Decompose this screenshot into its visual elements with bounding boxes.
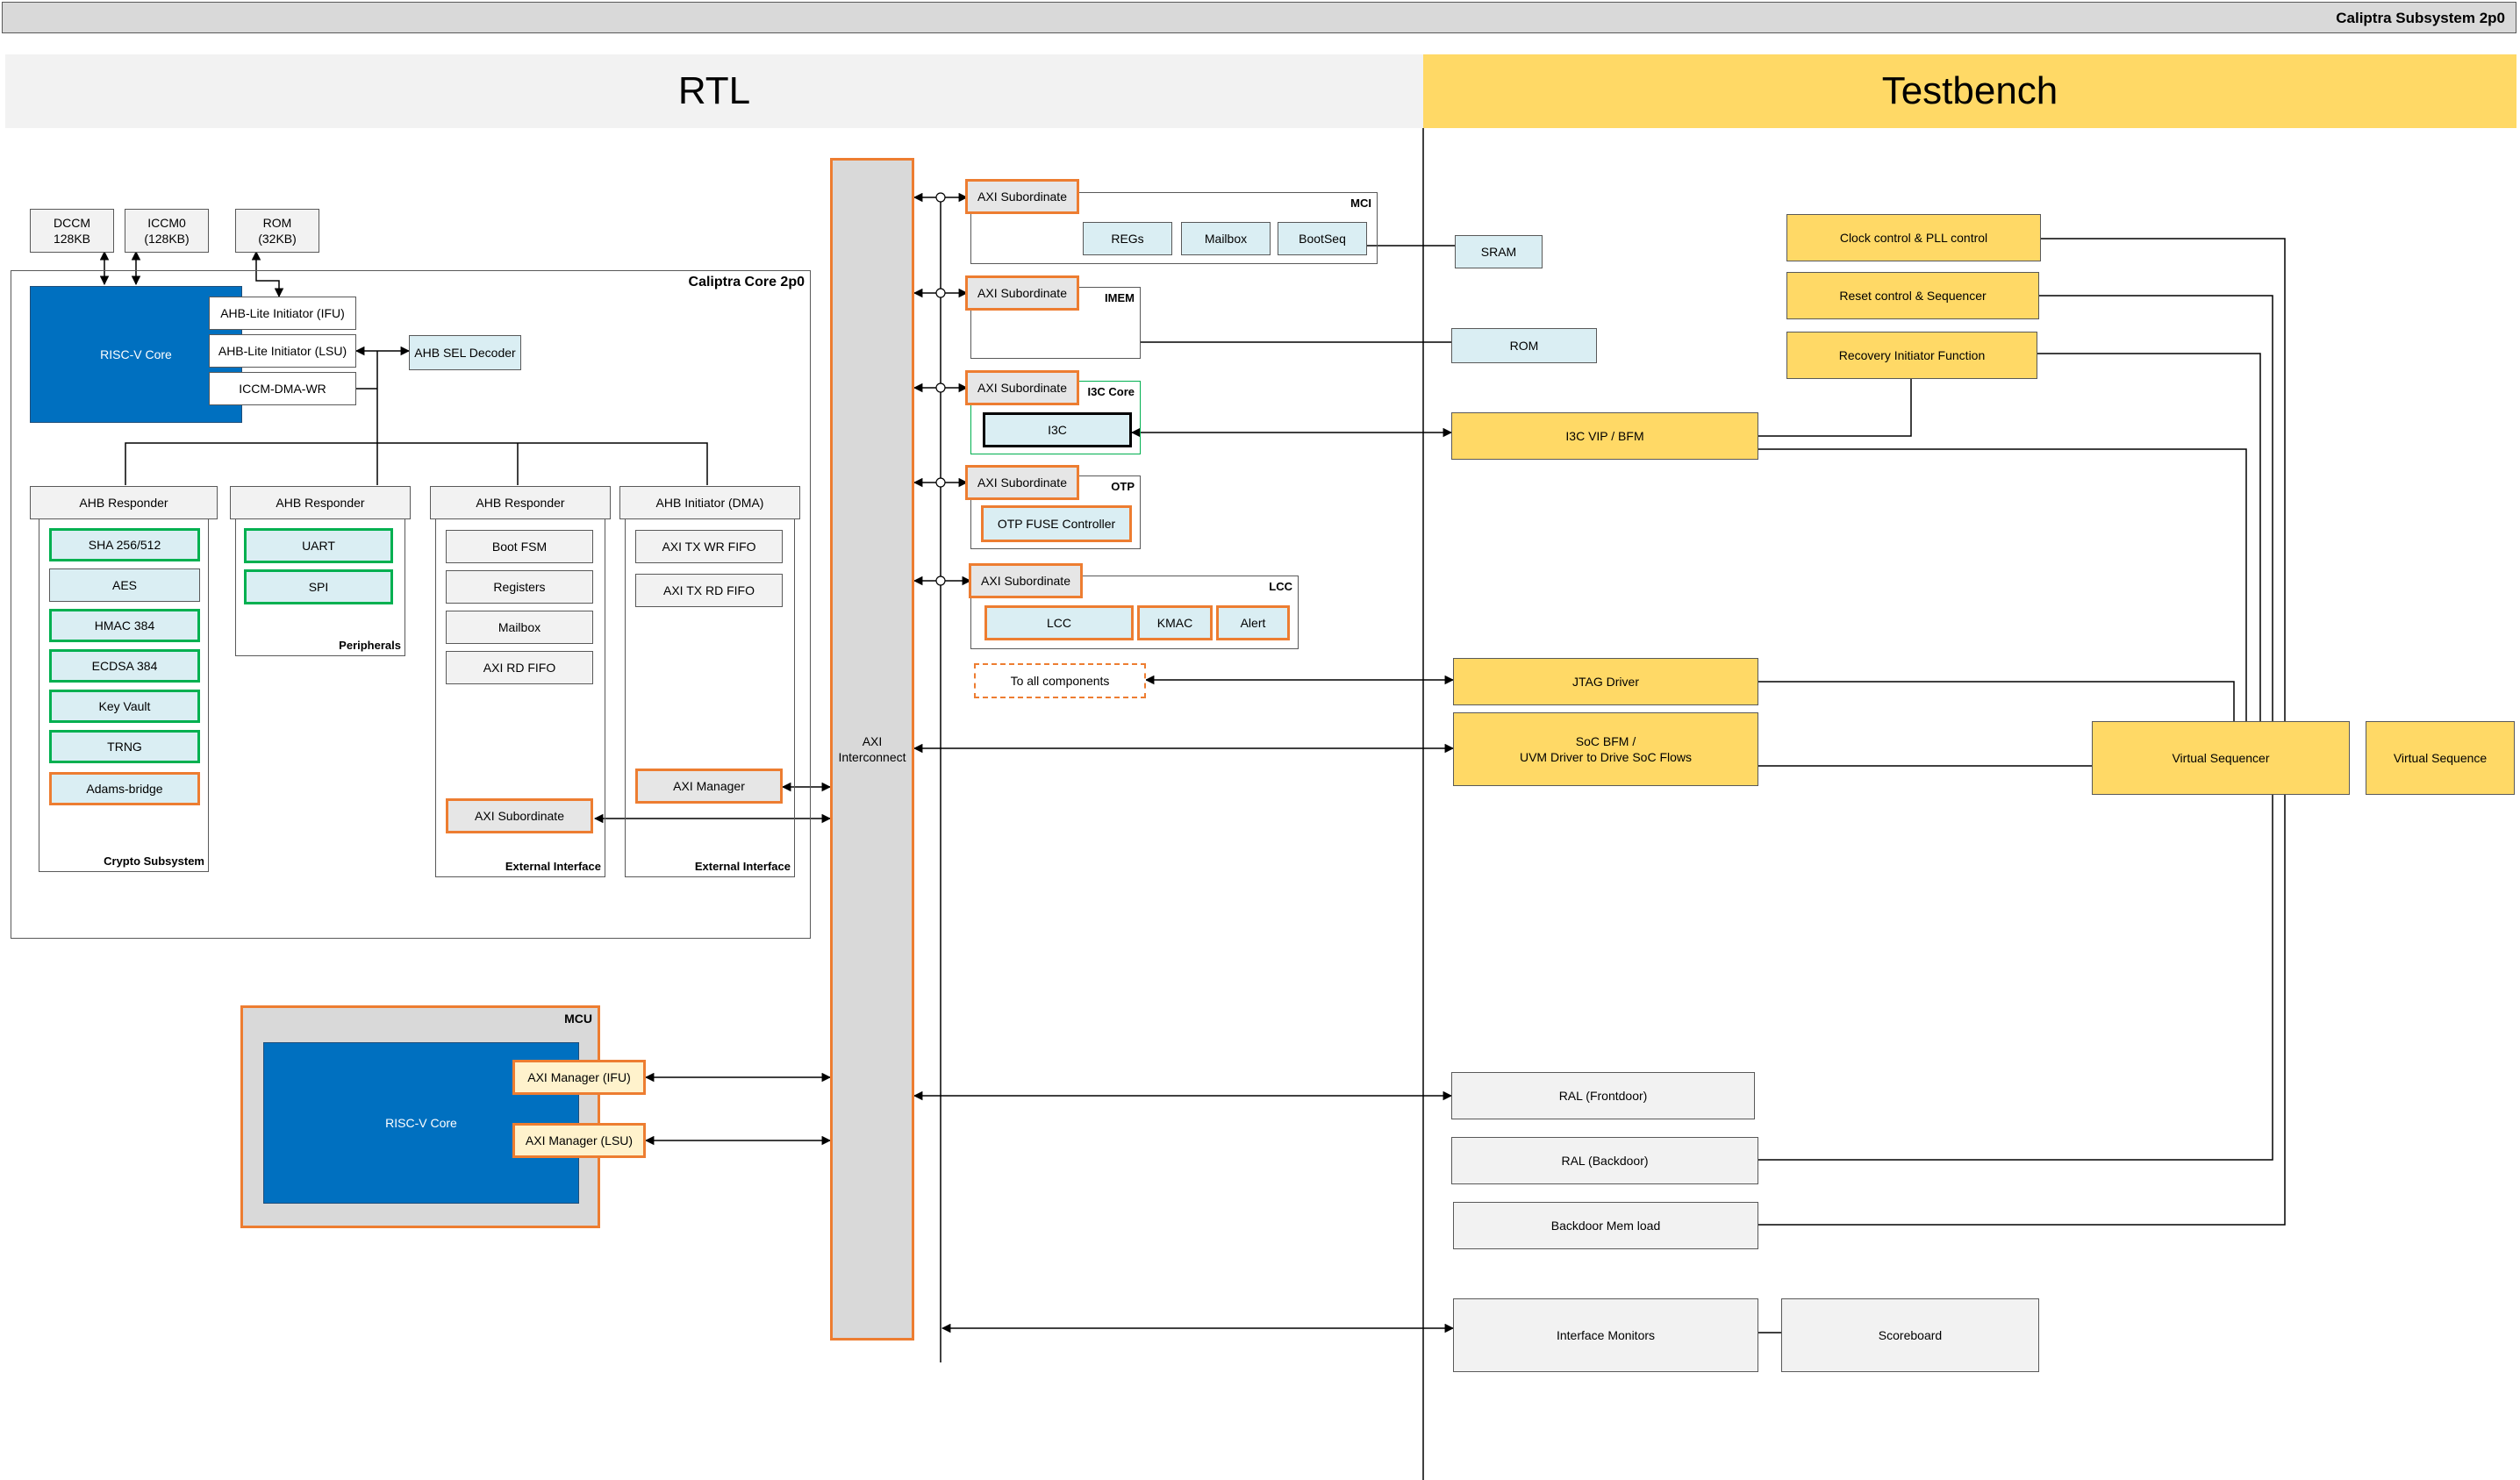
recovery-initiator: Recovery Initiator Function — [1786, 332, 2037, 379]
key-vault: Key Vault — [49, 690, 200, 723]
peripherals-caption: Peripherals — [339, 639, 401, 652]
spi: SPI — [244, 569, 393, 604]
ahb-initiator-dma: AHB Initiator (DMA) — [619, 486, 800, 519]
soc-bfm-driver: SoC BFM / UVM Driver to Drive SoC Flows — [1453, 712, 1758, 786]
crypto-subsystem-caption: Crypto Subsystem — [104, 854, 204, 868]
riscv-core-label: RISC-V Core — [100, 347, 172, 361]
ahb-lite-initiator-lsu: AHB-Lite Initiator (LSU) — [209, 334, 356, 368]
diagram-title: Caliptra Subsystem 2p0 — [2336, 10, 2505, 26]
testbench-header: Testbench — [1423, 54, 2516, 128]
i3c-core-title: I3C Core — [1087, 385, 1135, 398]
dma-axi-manager: AXI Manager — [635, 769, 783, 804]
scoreboard: Scoreboard — [1781, 1298, 2039, 1372]
rtl-header-label: RTL — [677, 69, 751, 112]
title-bar: Caliptra Subsystem 2p0 — [2, 2, 2516, 33]
crypto-ahb-responder: AHB Responder — [30, 486, 218, 519]
mci-mailbox: Mailbox — [1181, 222, 1271, 255]
lcc-title: LCC — [1269, 580, 1292, 593]
otp-title: OTP — [1111, 480, 1135, 493]
mci-axi-subordinate: AXI Subordinate — [965, 179, 1079, 214]
i3c-vip-bfm: I3C VIP / BFM — [1451, 412, 1758, 460]
mailbox: Mailbox — [446, 611, 593, 644]
dma-interface-caption: External Interface — [694, 860, 791, 873]
i3c-axi-subordinate: AXI Subordinate — [965, 370, 1079, 405]
mci-title: MCI — [1350, 197, 1371, 210]
imem-title: IMEM — [1105, 291, 1135, 304]
hmac-384: HMAC 384 — [49, 609, 200, 642]
dma-interface-frame: External Interface — [625, 514, 795, 877]
ext-ahb-responder: AHB Responder — [430, 486, 611, 519]
reset-sequencer: Reset control & Sequencer — [1786, 272, 2039, 319]
to-all-components: To all components — [974, 663, 1146, 698]
axi-tx-wr-fifo: AXI TX WR FIFO — [635, 530, 783, 563]
ahb-sel-decoder: AHB SEL Decoder — [409, 335, 521, 370]
caliptra-core-frame: Caliptra Core 2p0 — [11, 270, 811, 939]
kmac-block: KMAC — [1137, 605, 1213, 640]
otp-axi-subordinate: AXI Subordinate — [965, 465, 1079, 500]
mci-frame: MCI — [970, 192, 1378, 264]
rom-memory: ROM (32KB) — [235, 209, 319, 253]
ahb-lite-initiator-ifu: AHB-Lite Initiator (IFU) — [209, 297, 356, 330]
mcu-riscv-core-label: RISC-V Core — [385, 1116, 457, 1130]
clock-pll-control: Clock control & PLL control — [1786, 214, 2041, 261]
sha-256-512: SHA 256/512 — [49, 528, 200, 561]
ext-interface-caption: External Interface — [505, 860, 601, 873]
uart: UART — [244, 528, 393, 563]
registers: Registers — [446, 570, 593, 604]
ext-axi-subordinate: AXI Subordinate — [446, 798, 593, 833]
testbench-header-label: Testbench — [1881, 69, 2058, 112]
tb-rom: ROM — [1451, 328, 1597, 363]
lcc-axi-subordinate: AXI Subordinate — [969, 563, 1083, 598]
ral-frontdoor: RAL (Frontdoor) — [1451, 1072, 1755, 1119]
axi-manager-ifu: AXI Manager (IFU) — [512, 1060, 646, 1095]
jtag-driver: JTAG Driver — [1453, 658, 1758, 705]
aes: AES — [49, 568, 200, 602]
mci-bootseq: BootSeq — [1278, 222, 1367, 255]
i3c-block: I3C — [983, 412, 1132, 447]
lcc-block: LCC — [984, 605, 1134, 640]
axi-rd-fifo: AXI RD FIFO — [446, 651, 593, 684]
virtual-sequence: Virtual Sequence — [2366, 721, 2515, 795]
alert-block: Alert — [1216, 605, 1290, 640]
adams-bridge: Adams-bridge — [49, 772, 200, 805]
dccm-memory: DCCM 128KB — [30, 209, 114, 253]
trng: TRNG — [49, 730, 200, 763]
axi-manager-lsu: AXI Manager (LSU) — [512, 1123, 646, 1158]
iccm-memory: ICCM0 (128KB) — [125, 209, 209, 253]
periph-ahb-responder: AHB Responder — [230, 486, 411, 519]
axi-tx-rd-fifo: AXI TX RD FIFO — [635, 574, 783, 607]
otp-fuse-controller: OTP FUSE Controller — [981, 505, 1132, 542]
rtl-header: RTL — [5, 54, 1423, 128]
ecdsa-384: ECDSA 384 — [49, 649, 200, 683]
interface-monitors: Interface Monitors — [1453, 1298, 1758, 1372]
backdoor-mem-load: Backdoor Mem load — [1453, 1202, 1758, 1249]
lcc-frame: LCC — [970, 576, 1299, 649]
axi-interconnect: AXI Interconnect — [830, 158, 914, 1341]
iccm-dma-wr: ICCM-DMA-WR — [209, 372, 356, 405]
boot-fsm: Boot FSM — [446, 530, 593, 563]
virtual-sequencer: Virtual Sequencer — [2092, 721, 2350, 795]
mci-regs: REGs — [1083, 222, 1172, 255]
mcu-title: MCU — [564, 1012, 592, 1026]
ral-backdoor: RAL (Backdoor) — [1451, 1137, 1758, 1184]
caliptra-core-title: Caliptra Core 2p0 — [688, 275, 805, 290]
tb-sram: SRAM — [1455, 235, 1543, 268]
imem-axi-subordinate: AXI Subordinate — [965, 275, 1079, 311]
